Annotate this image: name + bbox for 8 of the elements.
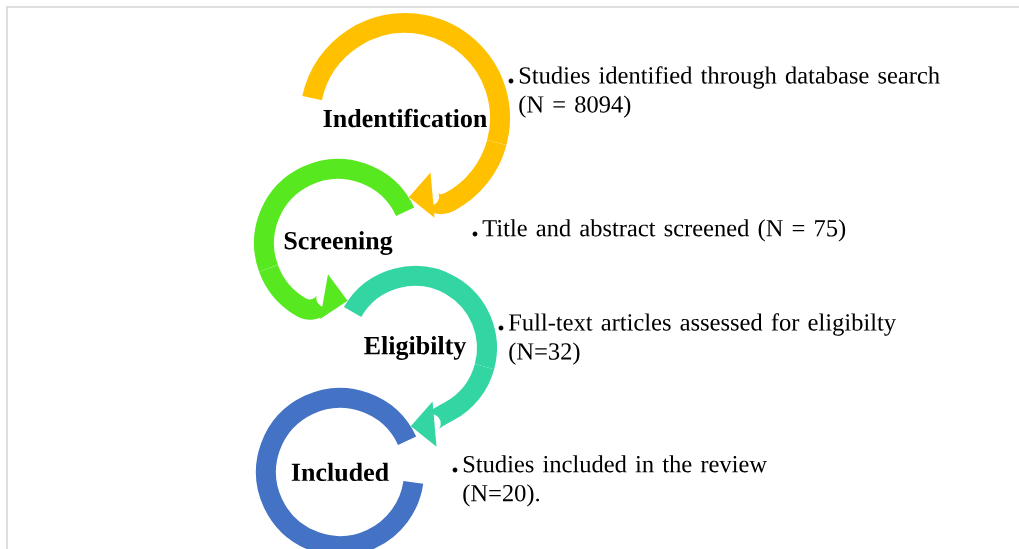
bullet-text: Full-text articles assessed for eligibilty (N=32)	[508, 313, 896, 365]
circular-band: Eligibilty	[344, 266, 497, 369]
circular-band: Included	[256, 388, 424, 549]
bullet-text: Title and abstract screened (N = 75)	[482, 219, 846, 242]
circular-band: Indentification	[302, 13, 510, 145]
bullet-text: Studies included in the review (N=20).	[463, 455, 767, 507]
circular-band: Screening	[254, 159, 414, 272]
bullet-text: Studies identified through database search (N = 8094)	[519, 66, 940, 118]
